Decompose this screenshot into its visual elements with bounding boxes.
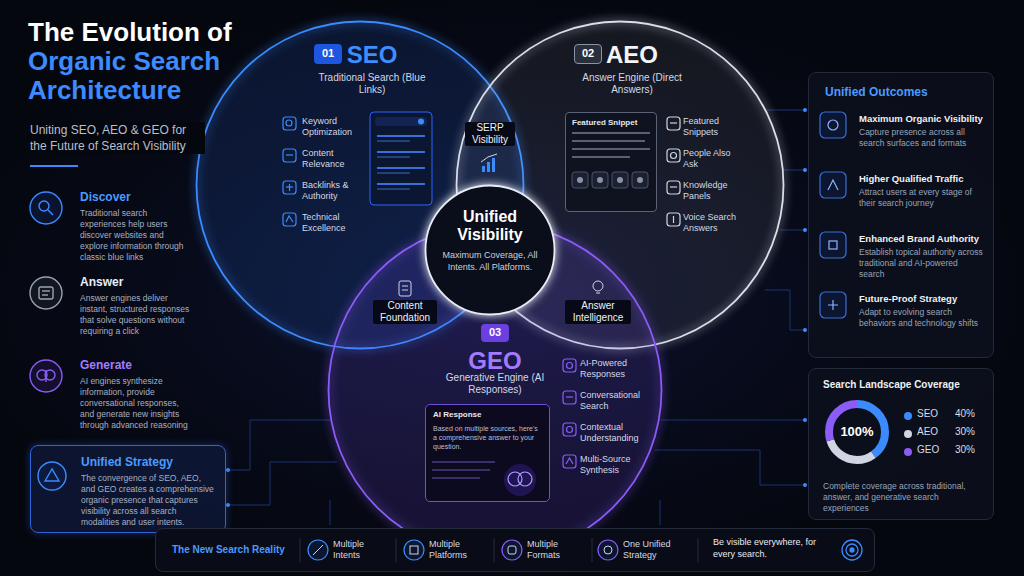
node-heading: Discover [80,190,192,205]
feature-item: Knowledge Panels [683,180,745,202]
reality-item: Multiple Intents [333,539,387,561]
info-item: DiscoverTraditional search experiences h… [70,190,205,263]
reality-item: Multiple Platforms [429,539,487,561]
callout-number: 03 [481,326,509,339]
node-body: The convergence of SEO, AEO, and GEO cre… [81,473,217,528]
feature-item: Featured Snippets [683,116,745,138]
overlap-label: SERP Visibility [465,122,515,146]
outcomes-panel: Unified OutcomesMaximum Organic Visibili… [808,72,994,358]
node-heading: Answer [80,275,192,290]
node-body: Answer engines deliver instant, structur… [80,293,192,337]
node-heading: Maximum Organic Visibility [859,113,985,125]
node-heading: Unified Strategy [81,455,217,470]
center-circle: Unified VisibilityMaximum Coverage, All … [424,184,556,316]
overlap-label: Content Foundation [373,300,437,324]
circle-subtitle: Generative Engine (AI Responses) [439,372,551,396]
reality-item: One Unified Strategy [623,539,685,561]
outcome-item: Enhanced Brand AuthorityEstablish topica… [821,233,989,289]
circle-title: AEO [597,40,667,69]
card-title: Featured Snippet [572,118,654,128]
callout-number: 02 [574,47,602,60]
bottom-bar: The New Search Reality Be visible everywh… [155,528,875,572]
circle-subtitle: Answer Engine (Direct Answers) [576,72,688,96]
diagram-title: The Evolution of Organic Search Architec… [28,18,290,105]
node-body: Establish topical authority across tradi… [859,247,985,280]
outcome-item: Future-Proof StrategyAdapt to evolving s… [821,293,989,349]
legend-swatch [904,412,912,420]
legend-label: AEO [917,426,951,438]
feature-item: Voice Search Answers [683,212,745,234]
snippet-card: Featured Snippet [565,112,657,212]
title-underline [30,165,78,167]
ai-response-card: AI ResponseBased on multiple sources, he… [425,404,550,502]
info-item: AnswerAnswer engines deliver instant, st… [70,275,205,347]
legend-swatch [904,448,912,456]
feature-item: Technical Excellence [302,212,366,234]
overlap-label: Answer Intelligence [565,300,631,324]
bar-title: The New Search Reality [172,544,297,556]
info-item: Generate AI engines synthesize informatio… [70,358,205,431]
legend-label: SEO [917,408,951,420]
node-heading: Future-Proof Strategy [859,293,985,305]
node-body: AI engines synthesize information, provi… [80,376,192,431]
feature-item: AI-Powered Responses [580,358,642,380]
reality-item: Multiple Formats [527,539,581,561]
outcome-item: Maximum Organic VisibilityCapture presen… [821,113,989,169]
legend-label: GEO [917,444,951,456]
donut-total: 100% [835,424,879,440]
node-body: Traditional search experiences help user… [80,208,192,263]
feature-item: Content Relevance [302,148,366,170]
feature-item: Conversational Search [580,390,642,412]
legend-percent: 40% [955,408,985,420]
strategy-box: Unified StrategyThe convergence of SEO, … [30,445,226,533]
center-body: Maximum Coverage, All Intents. All Platf… [438,250,542,273]
outcome-item: Higher Qualified TrafficAttract users at… [821,173,989,229]
number-badge: 03 [481,324,509,342]
feature-item: Backlinks & Authority [302,180,366,202]
node-body: Adapt to evolving search behaviors and t… [859,307,985,329]
feature-item: Keyword Optimization [302,116,366,138]
callout-number: 01 [314,47,342,60]
node-body: Attract users at every stage of their se… [859,187,985,209]
node-heading: Higher Qualified Traffic [859,173,985,185]
legend-percent: 30% [955,426,985,438]
feature-item: People Also Ask [683,148,745,170]
feature-item: Contextual Understanding [580,422,642,444]
legend-swatch [904,430,912,438]
circle-title: SEO [337,40,407,69]
subtitle: Uniting SEO, AEO & GEO for the Future of… [30,122,205,154]
node-body: Capture presence across all search surfa… [859,127,985,149]
bar-slogan: Be visible everywhere, for every search. [713,537,825,560]
number-badge: 01 [314,44,342,64]
node-heading: Generate [80,358,192,373]
card-body: Based on multiple sources, here's a comp… [433,424,543,451]
number-badge: 02 [574,44,602,64]
circle-title: GEO [460,346,530,375]
node-heading: Enhanced Brand Authority [859,233,985,245]
feature-item: Multi-Source Synthesis [580,454,642,476]
panel-title: Unified Outcomes [825,85,975,100]
circle-subtitle: Traditional Search (Blue Links) [316,72,428,96]
panel-caption: Complete coverage across traditional, an… [823,481,985,514]
card-title: AI Response [433,410,513,420]
center-title: Unified Visibility [434,208,546,245]
panel-title: Search Landscape Coverage [823,379,983,391]
legend-percent: 30% [955,444,985,456]
